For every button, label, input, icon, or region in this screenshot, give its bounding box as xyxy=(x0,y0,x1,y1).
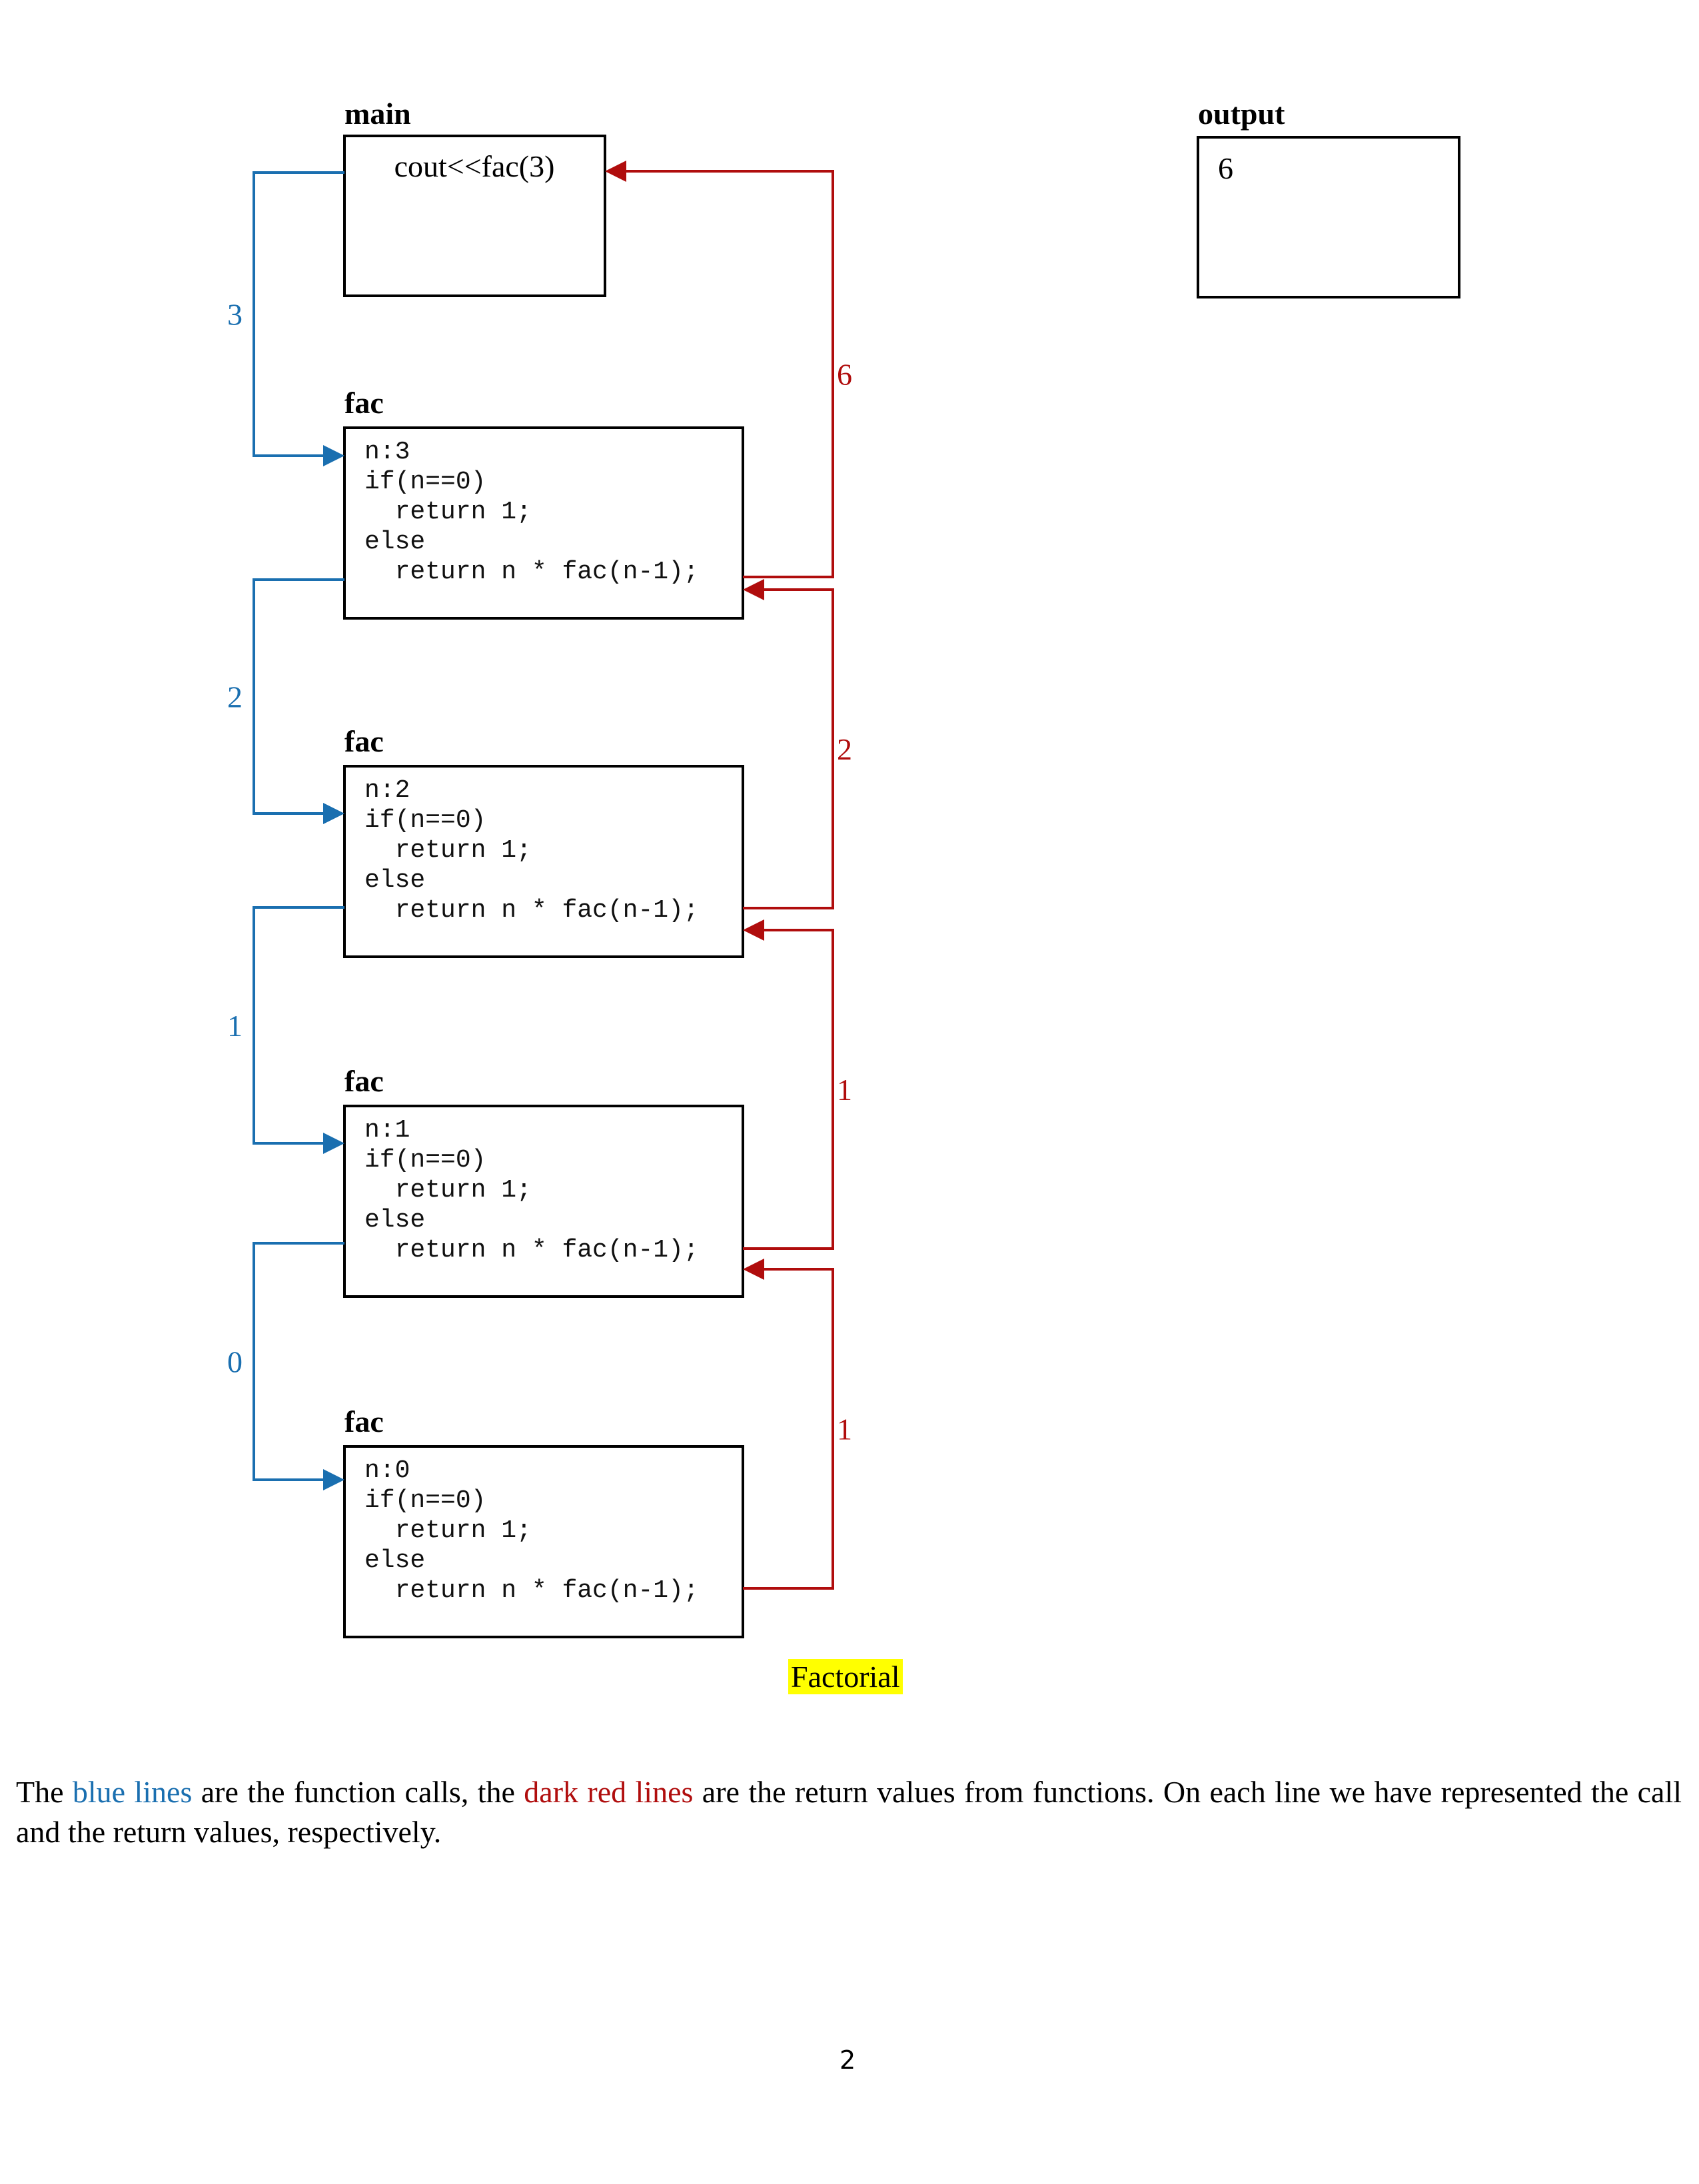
stack-frame xyxy=(343,1105,744,1298)
return-arrow xyxy=(743,579,834,909)
code-line: return 1; xyxy=(364,836,532,865)
call-value: 1 xyxy=(227,1009,243,1043)
return-arrow xyxy=(743,1259,834,1590)
stack-frame xyxy=(343,765,744,958)
main-code: cout<<fac(3) xyxy=(394,149,555,183)
frame-label: fac xyxy=(344,1404,384,1438)
main-frame xyxy=(343,135,606,297)
code-line: if(n==0) xyxy=(364,1146,486,1175)
red-lines-text: dark red lines xyxy=(524,1775,694,1809)
code-line: return n * fac(n-1); xyxy=(364,1236,699,1265)
call-arrow xyxy=(253,578,344,824)
stack-frame xyxy=(343,1445,744,1638)
output-value: 6 xyxy=(1218,151,1233,185)
return-value: 1 xyxy=(837,1073,852,1107)
code-line: n:2 xyxy=(364,776,410,805)
return-arrow xyxy=(605,161,834,578)
code-line: else xyxy=(364,1206,425,1235)
code-line: n:3 xyxy=(364,438,410,466)
code-line: if(n==0) xyxy=(364,806,486,835)
call-arrow xyxy=(253,171,344,466)
return-value: 6 xyxy=(837,358,852,392)
output-box xyxy=(1197,136,1460,298)
code-line: if(n==0) xyxy=(364,468,486,496)
return-arrow xyxy=(743,919,834,1250)
explanation-paragraph: The blue lines are the function calls, t… xyxy=(16,1772,1682,1852)
code-line: else xyxy=(364,1546,425,1575)
call-value: 3 xyxy=(227,298,243,332)
code-line: return 1; xyxy=(364,1176,532,1205)
frame-label: fac xyxy=(344,386,384,420)
frame-label: fac xyxy=(344,1064,384,1098)
code-line: else xyxy=(364,528,425,556)
para-text: are the return values from functions. On… xyxy=(16,1775,1682,1849)
return-value: 1 xyxy=(837,1412,852,1446)
code-line: return n * fac(n-1); xyxy=(364,558,699,586)
output-label: output xyxy=(1198,97,1285,131)
para-text: The xyxy=(16,1775,73,1809)
main-label: main xyxy=(344,97,411,131)
blue-lines-text: blue lines xyxy=(72,1775,193,1809)
code-line: if(n==0) xyxy=(364,1486,486,1515)
call-arrow xyxy=(253,1242,344,1490)
return-value: 2 xyxy=(837,732,852,766)
code-line: return 1; xyxy=(364,498,532,526)
code-line: return 1; xyxy=(364,1516,532,1545)
stack-frame xyxy=(343,426,744,620)
page-number: 2 xyxy=(840,2045,856,2075)
call-value: 0 xyxy=(227,1345,243,1379)
call-arrow xyxy=(253,906,344,1154)
code-line: n:0 xyxy=(364,1456,410,1485)
figure-caption: Factorial xyxy=(788,1659,903,1694)
code-line: return n * fac(n-1); xyxy=(364,896,699,925)
code-line: n:1 xyxy=(364,1116,410,1145)
frame-label: fac xyxy=(344,724,384,758)
code-line: else xyxy=(364,866,425,895)
code-line: return n * fac(n-1); xyxy=(364,1576,699,1605)
para-text: are the function calls, the xyxy=(192,1775,524,1809)
call-value: 2 xyxy=(227,680,243,714)
